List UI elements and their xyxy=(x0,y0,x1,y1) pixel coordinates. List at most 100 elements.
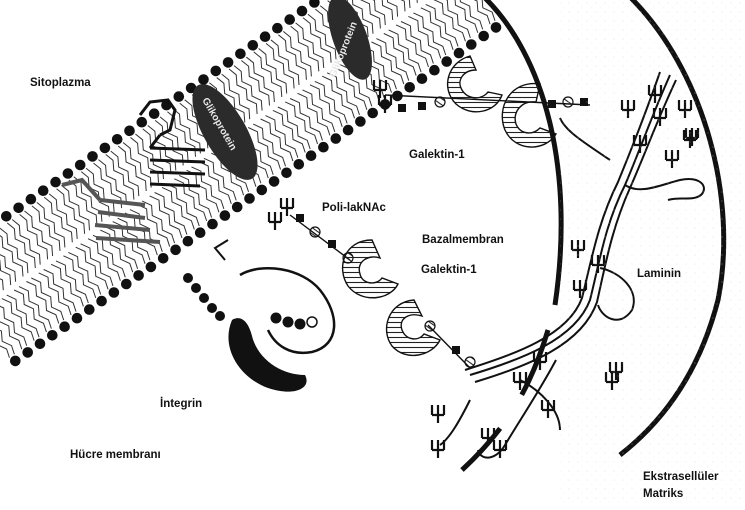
integrin-label: İntegrin xyxy=(160,397,202,410)
lipid-head xyxy=(183,236,194,247)
lipid-head xyxy=(137,117,148,128)
lipid-head xyxy=(133,270,144,281)
lipid-head xyxy=(248,40,259,51)
ekstrasellular-label-line1: Ekstrasellüler xyxy=(643,471,719,483)
glycan-fork xyxy=(281,198,293,216)
glycan-fork xyxy=(432,405,444,423)
lipid-tail xyxy=(12,220,40,265)
lipid-head xyxy=(367,108,378,119)
poli-laknac-label: Poli-lakNAc xyxy=(322,202,387,214)
lipid-head xyxy=(22,347,33,358)
lipid-head xyxy=(87,151,98,162)
lipid-head xyxy=(235,49,246,60)
lipid-head xyxy=(355,116,366,127)
glycan-fork xyxy=(269,212,281,230)
lipid-head xyxy=(309,0,320,8)
lipid-head xyxy=(72,313,83,324)
ekstrasellular-label-line2: Matriks xyxy=(643,488,683,500)
lipid-head xyxy=(124,126,135,137)
integrin-stalk xyxy=(183,273,225,321)
lipid-head xyxy=(75,160,86,171)
lipid-head xyxy=(269,176,280,187)
lipid-head xyxy=(454,48,465,59)
lipid-head xyxy=(223,57,234,68)
lipid-head xyxy=(13,203,24,214)
lipid-head xyxy=(284,14,295,25)
lipid-head xyxy=(149,108,160,119)
lipid-head xyxy=(96,296,107,307)
lipid-tail xyxy=(296,23,324,68)
lipid-tail xyxy=(246,57,274,102)
lipid-head xyxy=(158,253,169,264)
hucre-membrani-label: Hücre membranı xyxy=(70,449,161,461)
lipid-head xyxy=(220,210,231,221)
lipid-head xyxy=(109,287,120,298)
lipid-head xyxy=(121,279,132,290)
lipid-head xyxy=(112,134,123,145)
lipid-tail xyxy=(357,0,385,25)
lipid-tail xyxy=(160,117,188,162)
lipid-tail xyxy=(61,185,89,230)
lipid-head xyxy=(84,304,95,315)
lipid-head xyxy=(232,202,243,213)
lipid-head xyxy=(35,339,46,350)
lipid-head xyxy=(294,159,305,170)
lipid-head xyxy=(491,22,502,33)
lipid-head xyxy=(146,262,157,273)
galektin-1-middle-label: Galektin-1 xyxy=(421,264,477,276)
lipid-head xyxy=(59,321,70,332)
lipid-head xyxy=(1,211,12,222)
integrin-protein xyxy=(228,318,306,391)
lipid-head xyxy=(331,133,342,144)
lipid-tail xyxy=(0,312,14,354)
lipid-head xyxy=(318,142,329,153)
lipid-head xyxy=(297,6,308,17)
lipid-head xyxy=(195,227,206,238)
lipid-head xyxy=(244,193,255,204)
lipid-head xyxy=(257,185,268,196)
glycan-fork xyxy=(482,428,494,446)
lipid-head xyxy=(404,82,415,93)
lipid-head xyxy=(198,74,209,85)
lipid-head xyxy=(174,91,185,102)
lipid-tail xyxy=(259,49,287,94)
galektin-1-top-label: Galektin-1 xyxy=(409,149,465,161)
lipid-tail xyxy=(283,31,311,76)
lipid-head xyxy=(466,39,477,50)
lipid-head xyxy=(207,219,218,230)
lipid-tail xyxy=(24,211,52,256)
lipid-head xyxy=(272,23,283,34)
lipid-tail xyxy=(111,151,139,196)
lipid-tail xyxy=(98,160,126,205)
lipid-tail xyxy=(49,194,77,239)
sitoplazma-label: Sitoplazma xyxy=(30,77,91,89)
lipid-tail xyxy=(271,40,299,85)
lipid-head xyxy=(63,168,74,179)
laminin-label: Laminin xyxy=(637,268,681,280)
lipid-head xyxy=(343,125,354,136)
lipid-head xyxy=(429,65,440,76)
lipid-head xyxy=(100,143,111,154)
galectin-1-top-left xyxy=(448,56,502,112)
bazalmembran-label: Bazalmembran xyxy=(422,234,504,246)
lipid-head xyxy=(170,245,181,256)
lipid-head xyxy=(50,177,61,188)
lipid-tail xyxy=(234,66,262,111)
inner-basement-line xyxy=(482,0,561,305)
lipid-tail xyxy=(37,202,65,247)
galectin-1-middle xyxy=(343,240,398,298)
lipid-tail xyxy=(0,228,28,273)
lipid-head xyxy=(260,31,271,42)
lipid-tail xyxy=(0,307,22,349)
lipid-head xyxy=(306,150,317,161)
lipid-head xyxy=(441,56,452,67)
lipid-head xyxy=(38,185,49,196)
lipid-tail xyxy=(0,304,27,346)
extracellular-speckle xyxy=(560,0,745,505)
lipid-head xyxy=(281,168,292,179)
lipid-head xyxy=(10,356,21,367)
lipid-tail xyxy=(123,143,151,188)
lipid-head xyxy=(47,330,58,341)
lipid-tail xyxy=(445,0,477,33)
